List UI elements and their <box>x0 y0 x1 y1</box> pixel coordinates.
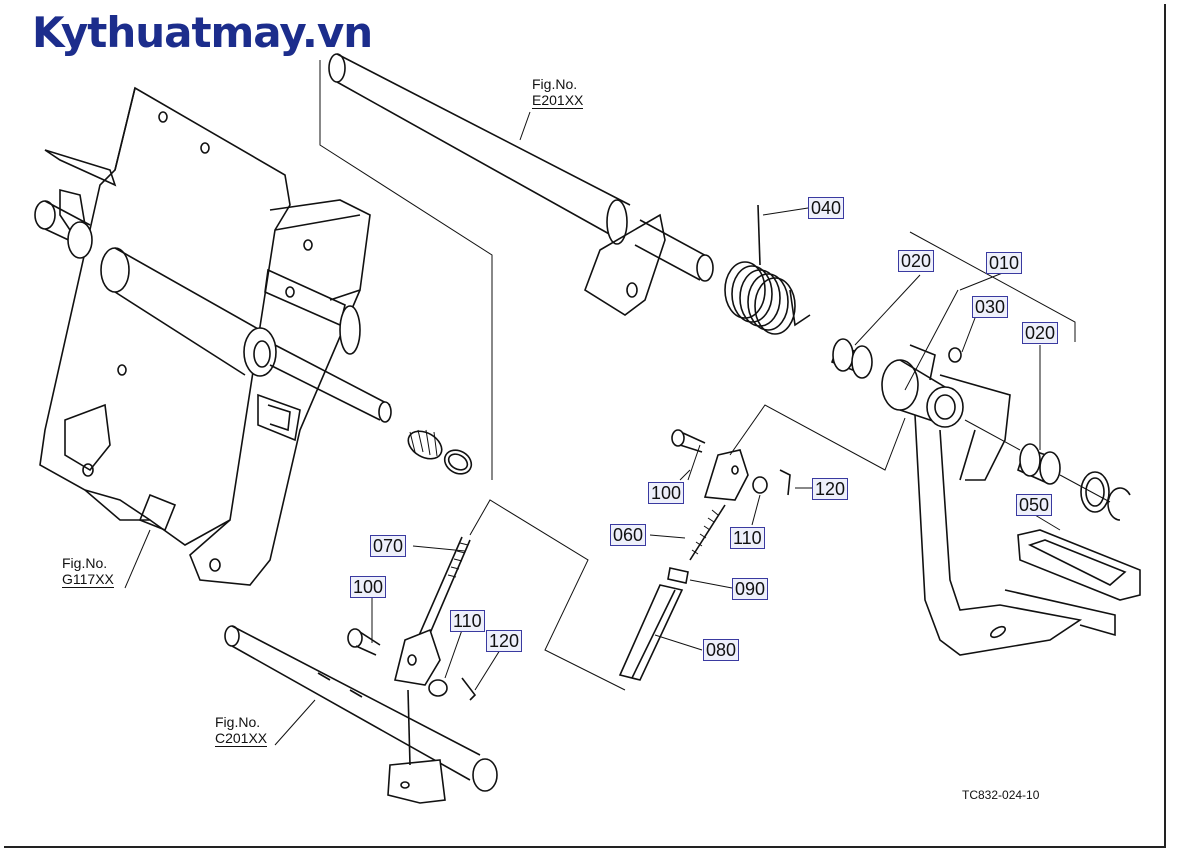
figure-ref-g117: Fig.No. G117XX <box>62 555 114 588</box>
part-tag-110-lower[interactable]: 110 <box>450 610 485 632</box>
leader-040 <box>762 207 809 216</box>
frame-bracket <box>34 86 473 586</box>
figure-ref-label: Fig.No. <box>215 714 261 730</box>
leader-050 <box>1034 514 1061 531</box>
part-tag-010[interactable]: 010 <box>986 252 1023 274</box>
drawing-frame <box>4 4 1166 848</box>
washer <box>1080 471 1110 513</box>
leader-030 <box>961 317 976 353</box>
leader-110a <box>751 494 761 526</box>
bushing-upper <box>830 338 873 379</box>
leader-020a <box>854 274 921 346</box>
tube-080 <box>618 584 684 681</box>
leader-e201-top <box>519 111 531 141</box>
part-tag-050[interactable]: 050 <box>1016 494 1053 516</box>
drawing-code: TC832-024-10 <box>962 788 1040 802</box>
leader-070 <box>412 545 466 552</box>
nut-090 <box>667 567 689 584</box>
pin-030 <box>948 347 962 363</box>
part-tag-030[interactable]: 030 <box>972 296 1009 318</box>
cotter-120a <box>779 469 791 496</box>
pin-100a <box>671 429 706 481</box>
figure-ref-number: C201XX <box>215 730 268 747</box>
leader-g117 <box>124 529 151 589</box>
washer-110b <box>428 679 448 697</box>
leader-060 <box>649 534 686 539</box>
part-tag-110-upper[interactable]: 110 <box>730 527 765 549</box>
cross-shaft <box>224 625 498 804</box>
leader-e201 <box>319 60 493 480</box>
pedal-pad <box>1017 529 1141 601</box>
part-tag-020-upper[interactable]: 020 <box>898 250 935 272</box>
washer-inner <box>1085 477 1105 507</box>
return-spring <box>724 204 811 335</box>
part-tag-080[interactable]: 080 <box>703 639 740 661</box>
part-tag-100-upper[interactable]: 100 <box>648 482 685 504</box>
part-tag-120-upper[interactable]: 120 <box>812 478 849 500</box>
leader-080 <box>654 634 703 651</box>
leader-100a <box>679 469 691 481</box>
bushing-lower <box>1017 443 1061 485</box>
link-pedal <box>729 404 906 471</box>
leader-120b <box>474 649 501 691</box>
figure-ref-number: E201XX <box>532 92 584 109</box>
leader-110b <box>444 629 463 679</box>
leader-c201 <box>274 699 316 746</box>
site-logo: Kythuatmay.vn <box>32 8 373 57</box>
pin-100b <box>347 628 381 656</box>
part-tag-070[interactable]: 070 <box>370 535 407 557</box>
circlip <box>1107 487 1131 521</box>
figure-ref-e201: Fig.No. E201XX <box>532 76 584 109</box>
figure-ref-number: G117XX <box>62 571 114 588</box>
part-tag-040[interactable]: 040 <box>808 197 845 219</box>
rod-070 <box>394 536 471 686</box>
figure-ref-c201: Fig.No. C201XX <box>215 714 268 747</box>
shaft-axis <box>964 419 1111 503</box>
part-tag-060[interactable]: 060 <box>610 524 647 546</box>
part-tag-100-lower[interactable]: 100 <box>350 576 387 598</box>
pedal-shaft <box>328 53 714 316</box>
part-tag-120-lower[interactable]: 120 <box>486 630 523 652</box>
brake-pedal <box>881 344 1116 656</box>
figure-ref-label: Fig.No. <box>62 555 108 571</box>
cotter-120b <box>461 677 477 701</box>
link-lower <box>469 499 626 691</box>
leader-090 <box>689 579 733 589</box>
part-tag-090[interactable]: 090 <box>732 578 769 600</box>
leader-pedal <box>904 289 959 391</box>
leader-010 <box>909 231 1076 342</box>
part-tag-020-lower[interactable]: 020 <box>1022 322 1059 344</box>
washer-110a <box>752 476 768 494</box>
clevis-upper <box>689 449 749 561</box>
figure-ref-label: Fig.No. <box>532 76 578 92</box>
